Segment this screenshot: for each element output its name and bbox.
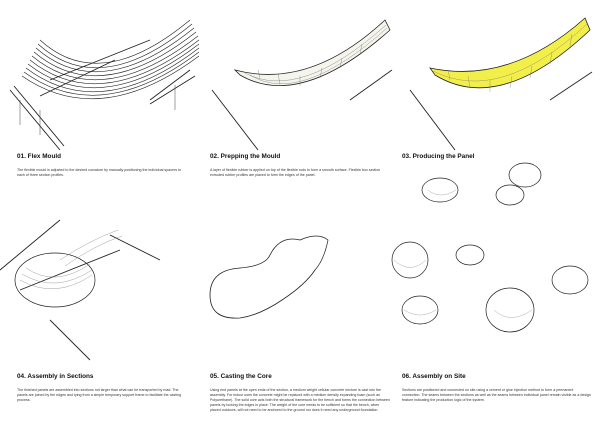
step-assembly-sections: 04. Assembly in Sections The finished pa… xyxy=(0,200,200,436)
casting-core-illustration xyxy=(209,235,329,319)
step-description: Using end panels at the open ends of the… xyxy=(210,388,390,412)
step-title: 03. Producing the Panel xyxy=(402,153,475,160)
flex-mould-illustration xyxy=(9,19,200,151)
producing-panel-illustration xyxy=(409,17,593,151)
panel-fill xyxy=(429,17,591,89)
step-title: 06. Assembly on Site xyxy=(402,373,466,380)
step-description: The flexible mould is adjusted to the de… xyxy=(17,168,182,177)
step-description: The finished panels are assembled into s… xyxy=(17,388,182,402)
step-title: 04. Assembly in Sections xyxy=(17,373,94,380)
prepping-mould-illustration xyxy=(211,19,393,151)
step-assembly-site: 06. Assembly on Site Sections are positi… xyxy=(391,162,600,436)
step-description: A layer of flexible rubber is applied on… xyxy=(210,168,381,177)
step-casting-core: 05. Casting the Core Using end panels at… xyxy=(200,200,400,436)
step-title: 05. Casting the Core xyxy=(210,373,272,380)
assembly-site-illustration xyxy=(391,162,589,333)
core-shape xyxy=(209,238,319,319)
step-prepping-mould: 02. Prepping the Mould A layer of flexib… xyxy=(200,0,400,200)
step-flex-mould: 01. Flex Mould The flexible mould is adj… xyxy=(0,0,200,200)
step-producing-panel: 03. Producing the Panel xyxy=(400,0,600,170)
step-title: 01. Flex Mould xyxy=(17,153,62,160)
assembly-sections-illustration xyxy=(0,219,161,361)
step-title: 02. Prepping the Mould xyxy=(210,153,281,160)
step-description: Sections are positioned and connected on… xyxy=(402,388,591,402)
